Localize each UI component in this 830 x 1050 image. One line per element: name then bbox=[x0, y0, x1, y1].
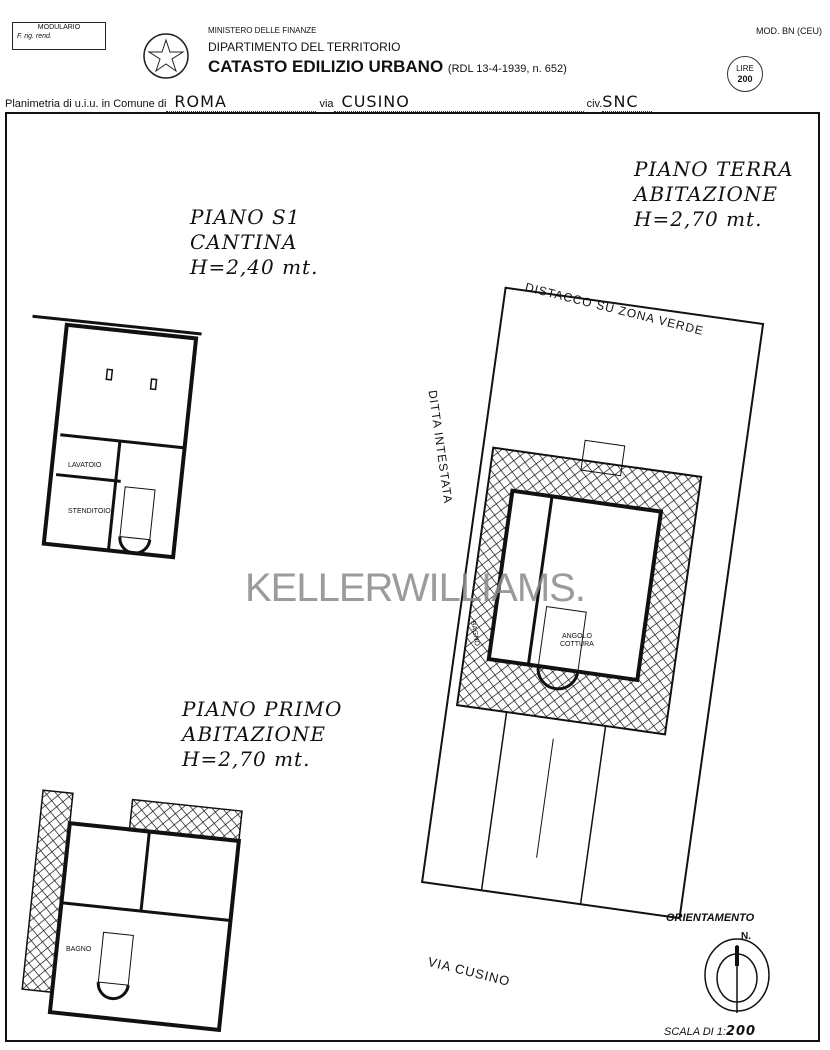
stamp-value: 200 bbox=[737, 74, 753, 84]
plan-piano-primo bbox=[21, 789, 243, 1033]
title-piano-terra: PIANO TERRA ABITAZIONE H=2,70 mt. bbox=[634, 157, 794, 232]
catasto-label: CATASTO EDILIZIO URBANO bbox=[208, 57, 444, 76]
room-label: COTTURA bbox=[560, 641, 594, 648]
modulario-box: MODULARIO F. rig. rend. bbox=[12, 22, 106, 50]
floor-use: ABITAZIONE bbox=[634, 182, 779, 206]
drawing-frame bbox=[5, 112, 820, 1042]
north-label: N. bbox=[741, 931, 751, 942]
ministry-label: MINISTERO DELLE FINANZE bbox=[208, 26, 317, 35]
comune-value: ROMA bbox=[174, 92, 227, 111]
room-lavatoio: LAVATOIO bbox=[68, 462, 102, 469]
via-label: via bbox=[319, 98, 334, 110]
north-compass-icon bbox=[704, 938, 770, 1013]
floor-height: H=2,40 mt. bbox=[190, 255, 319, 279]
floor-name: PIANO TERRA bbox=[634, 157, 794, 181]
room-label: ANGOLO bbox=[561, 633, 592, 640]
room-bagno-primo: BAGNO bbox=[66, 946, 92, 953]
modulario-sub: F. rig. rend. bbox=[17, 33, 52, 40]
room-stenditoio: STENDITOIO bbox=[68, 508, 111, 515]
scale-prefix: SCALA DI 1: bbox=[664, 1026, 726, 1038]
scale-label: SCALA DI 1:200 bbox=[664, 1024, 756, 1039]
catasto-title: CATASTO EDILIZIO URBANO (RDL 13-4-1939, … bbox=[208, 57, 567, 77]
watermark: KELLERWILLIAMS. bbox=[245, 566, 586, 610]
via-value: CUSINO bbox=[341, 92, 410, 111]
law-ref: (RDL 13-4-1939, n. 652) bbox=[447, 63, 567, 75]
civ-value: SNC bbox=[602, 92, 639, 111]
modulario-label: MODULARIO bbox=[37, 24, 81, 31]
title-piano-primo: PIANO PRIMO ABITAZIONE H=2,70 mt. bbox=[182, 697, 342, 772]
location-line: Planimetria di u.i.u. in Comune di ROMA v… bbox=[5, 92, 820, 112]
floor-height: H=2,70 mt. bbox=[182, 747, 311, 771]
model-label: MOD. BN (CEU) bbox=[756, 26, 822, 36]
civ-label: civ. bbox=[586, 98, 603, 110]
plan-piano-terra bbox=[420, 286, 765, 920]
title-piano-s1: PIANO S1 CANTINA H=2,40 mt. bbox=[190, 205, 318, 280]
republic-emblem-icon bbox=[143, 33, 189, 79]
scale-value: 200 bbox=[725, 1024, 757, 1039]
floor-name: PIANO S1 bbox=[190, 205, 301, 229]
planimetria-label: Planimetria di u.i.u. in Comune di bbox=[5, 98, 167, 110]
stamp-label: LIRE bbox=[736, 64, 754, 73]
floor-height: H=2,70 mt. bbox=[634, 207, 763, 231]
plan-piano-s1 bbox=[32, 314, 202, 560]
floor-name: PIANO PRIMO bbox=[182, 697, 343, 721]
orientation-label: ORIENTAMENTO bbox=[666, 912, 755, 924]
floor-use: CANTINA bbox=[190, 230, 298, 254]
department-label: DIPARTIMENTO DEL TERRITORIO bbox=[208, 40, 401, 54]
floor-use: ABITAZIONE bbox=[182, 722, 327, 746]
